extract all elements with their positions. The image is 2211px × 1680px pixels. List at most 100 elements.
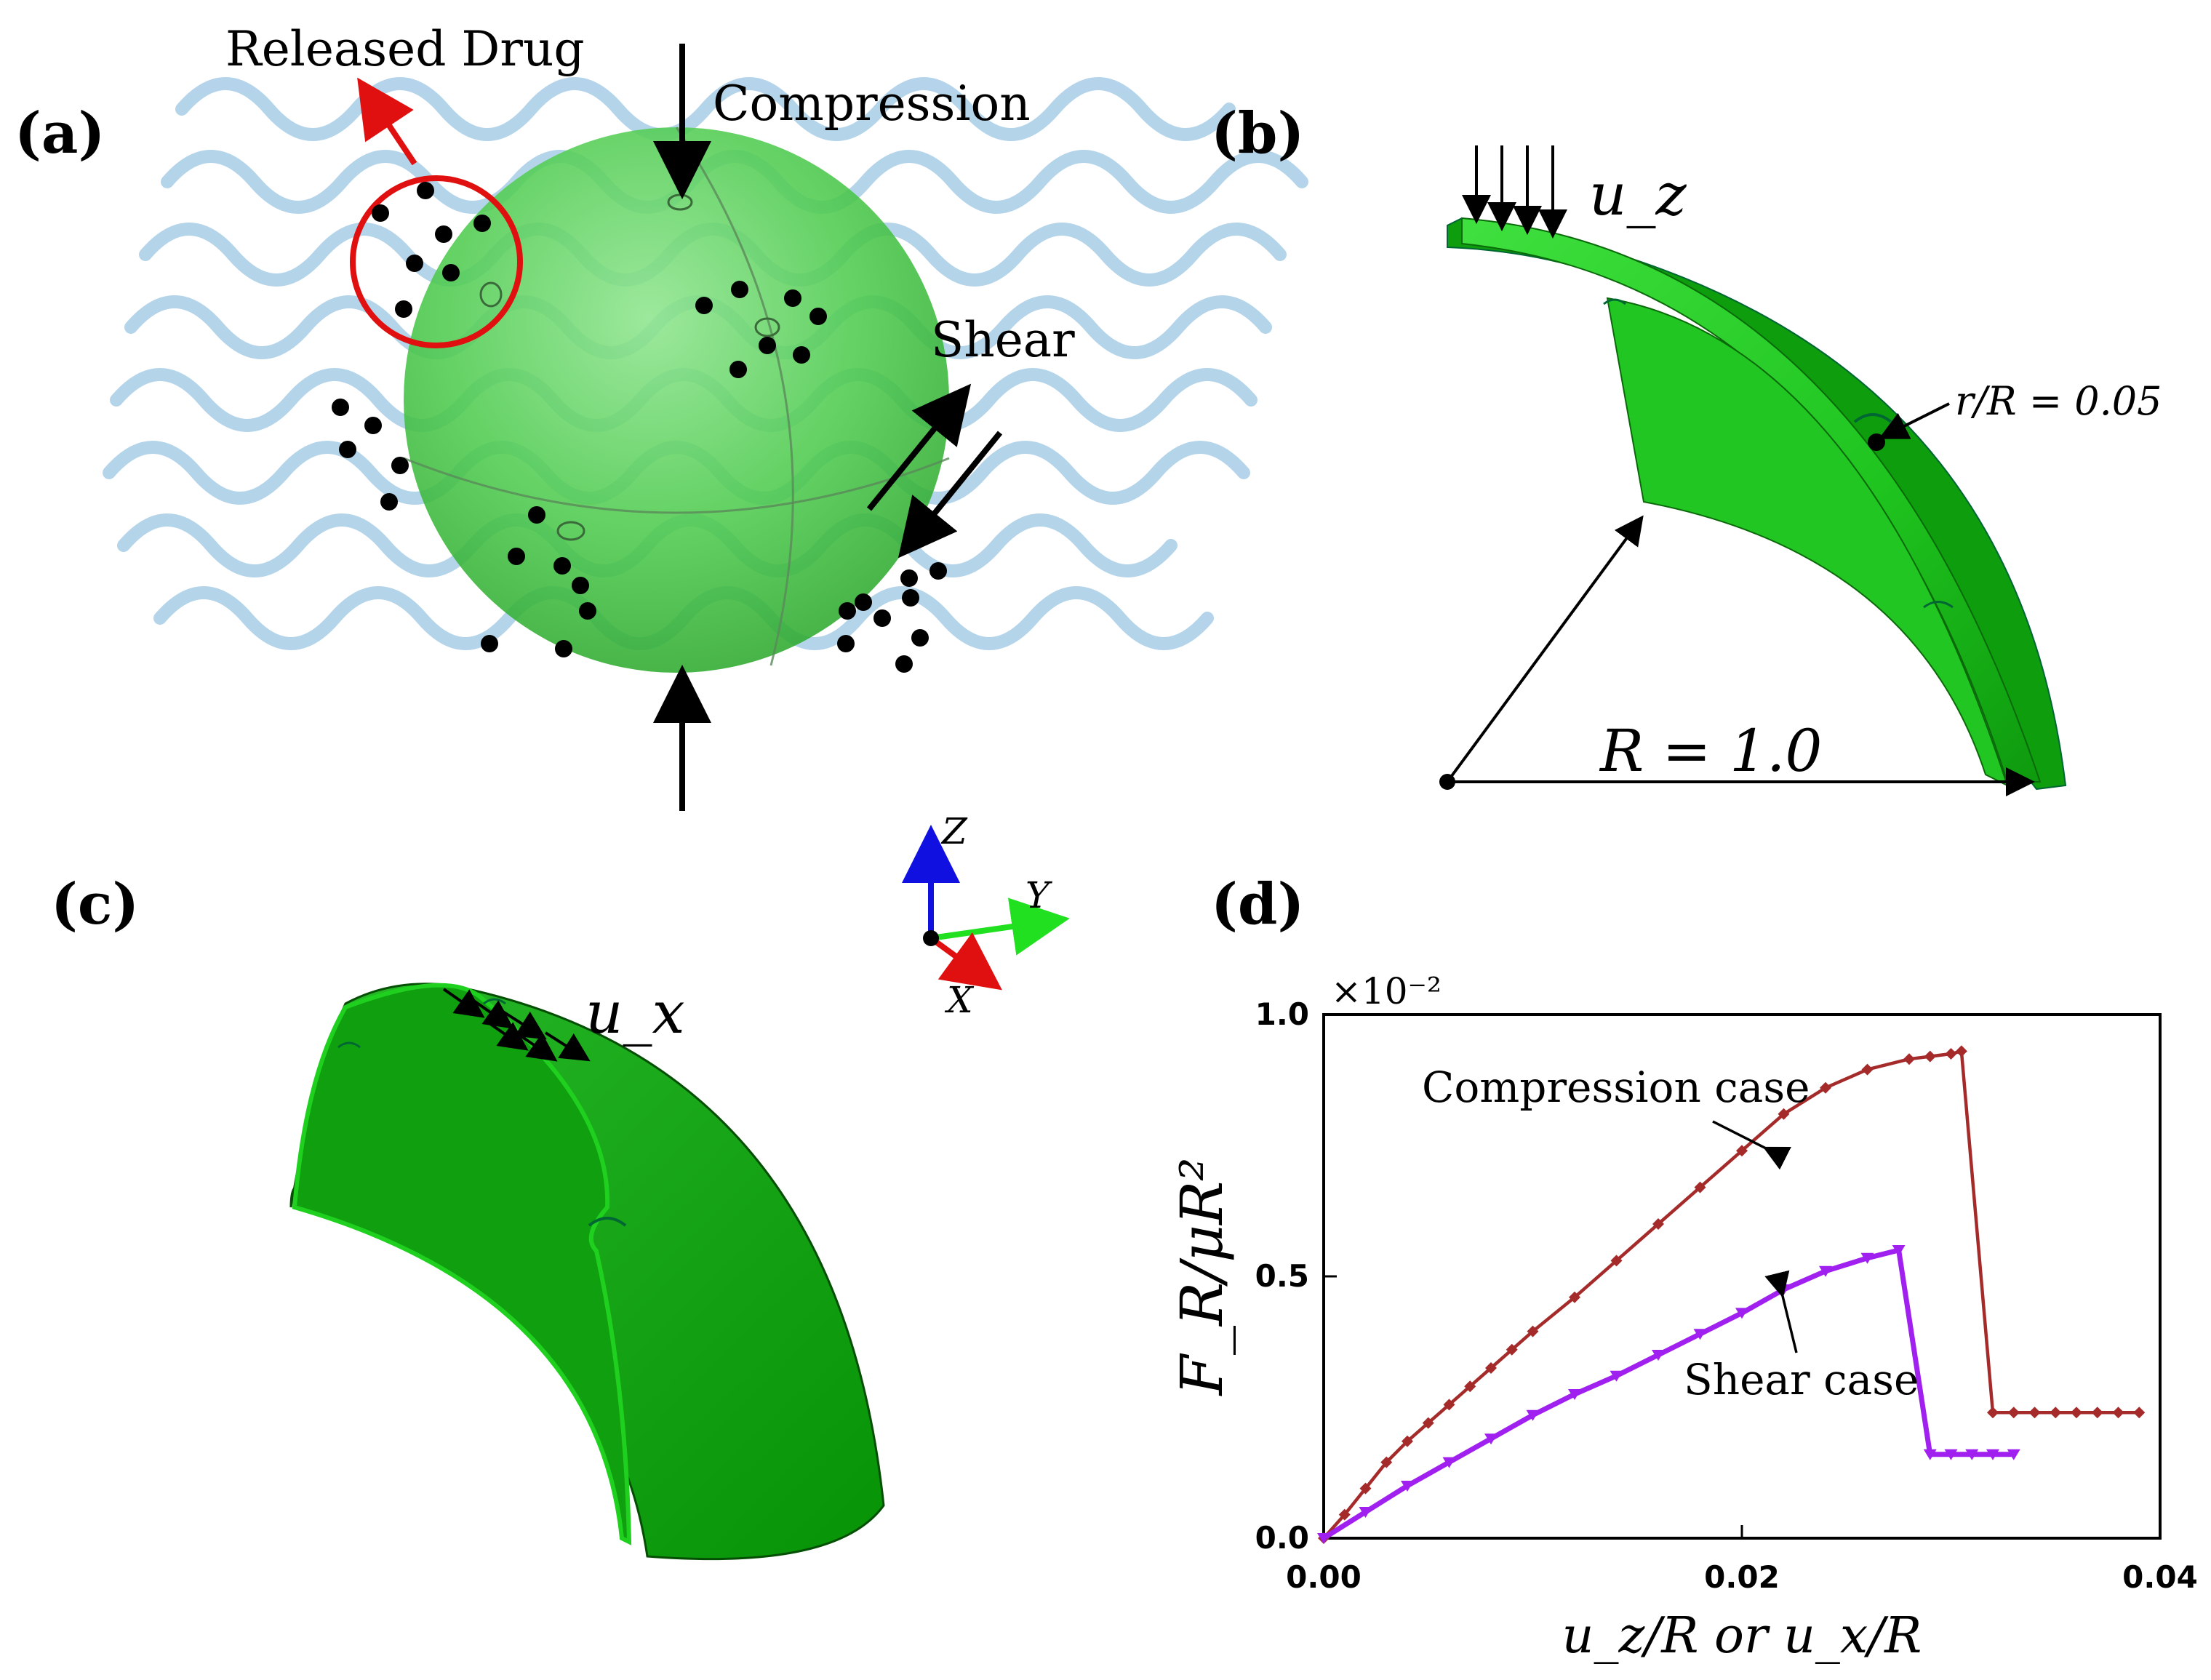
x-axis-label: X: [944, 979, 975, 1021]
data-point: [1736, 1145, 1748, 1157]
data-point: [1860, 1252, 1874, 1264]
data-point: [1484, 1433, 1498, 1445]
x-axis-arrow: [929, 932, 1002, 991]
data-point: [1443, 1399, 1455, 1411]
hole-ratio-arrow: [1878, 402, 1950, 439]
shell-hole-c: [588, 1217, 627, 1227]
shell-hole-c: [337, 1041, 361, 1049]
compression-label: Compression: [713, 76, 1031, 132]
data-point: [1485, 1362, 1497, 1374]
data-point: [2133, 1407, 2146, 1419]
hole-marker: [1868, 433, 1885, 451]
shell-hole-b: [1603, 298, 1626, 305]
data-point: [1526, 1409, 1540, 1421]
data-point: [1401, 1481, 1414, 1492]
x-axis-title: u_z/R or u_x/R: [1562, 1607, 1922, 1665]
panel-d-label: (d): [1211, 871, 1304, 937]
data-point: [1464, 1380, 1476, 1393]
sphere-equator: [403, 457, 950, 514]
data-point: [1735, 1308, 1748, 1319]
uz-label: u_z: [1589, 161, 1687, 228]
data-point: [1527, 1325, 1539, 1337]
data-point: [1317, 1533, 1330, 1544]
data-point: [1610, 1370, 1623, 1382]
data-point: [2050, 1407, 2062, 1419]
panel-c-label: (c): [51, 871, 139, 937]
data-point: [2071, 1407, 2082, 1419]
released-drug-arrow: [357, 77, 417, 166]
hole-ratio-label: r/R = 0.05: [1955, 378, 2162, 424]
shear-arrow-down: [897, 431, 1003, 559]
data-point: [1778, 1108, 1790, 1120]
data-point: [2091, 1407, 2103, 1419]
y-axis-arrow: [930, 897, 1070, 956]
data-point: [2007, 1407, 2020, 1419]
data-point: [1892, 1245, 1906, 1256]
data-point: [1569, 1291, 1580, 1303]
data-point: [1693, 1329, 1707, 1340]
shear-case-label: Shear case: [1684, 1355, 1919, 1404]
sphere-meridian: [675, 127, 794, 666]
data-point: [1568, 1389, 1581, 1400]
compression-case-label: Compression case: [1422, 1063, 1810, 1112]
panel-a-label: (a): [15, 100, 105, 167]
shear-case-arrow: [1764, 1270, 1798, 1353]
y-tick-label: 0.0: [1255, 1520, 1309, 1556]
ux-label: u_x: [585, 979, 685, 1047]
data-point: [1402, 1435, 1413, 1447]
panel-b-label: (b): [1211, 100, 1304, 167]
data-point: [1338, 1508, 1351, 1521]
y-multiplier: ×10⁻²: [1331, 970, 1442, 1012]
uz-arrows: [1462, 145, 1567, 239]
radius-label: R = 1.0: [1599, 717, 1822, 785]
data-point: [1924, 1050, 1936, 1063]
shear-label: Shear: [931, 312, 1075, 368]
data-point: [1986, 1449, 1999, 1460]
sphere-hole: [754, 317, 780, 337]
sphere-hole: [556, 521, 585, 541]
data-point: [1923, 1449, 1937, 1460]
data-point: [1442, 1457, 1456, 1468]
drug-particles: [332, 182, 947, 673]
z-axis-label: Z: [940, 810, 968, 852]
data-point: [1422, 1417, 1434, 1429]
data-point: [1944, 1449, 1958, 1460]
data-point: [1861, 1063, 1874, 1076]
released-drug-circle: [350, 175, 523, 348]
data-point: [1652, 1350, 1665, 1361]
shell-inner-face-b: [1606, 297, 2009, 787]
data-point: [1359, 1507, 1372, 1518]
compression-case-arrow: [1712, 1120, 1791, 1170]
x-tick-label: 0.00: [1286, 1559, 1362, 1595]
released-drug-label: Released Drug: [225, 21, 585, 77]
shell-hole-b: [1923, 601, 1954, 609]
data-point: [2028, 1407, 2041, 1419]
y-axis-title: F_R/μR²: [1168, 1158, 1236, 1397]
data-point: [1965, 1449, 1979, 1460]
data-point: [1506, 1343, 1518, 1356]
sphere-hole: [479, 281, 503, 308]
data-point: [1694, 1181, 1706, 1193]
data-point: [1987, 1407, 1999, 1419]
data-point: [1359, 1482, 1372, 1495]
ux-arrows: [442, 988, 591, 1062]
shear-arrow-up: [866, 383, 972, 511]
panel-b: (b) u_z r/R = 0.05 R = 1.0: [1211, 100, 2162, 796]
y-axis-label: Y: [1025, 874, 1052, 916]
drug-carrier-sphere: [404, 127, 949, 673]
radius-arrow-diag: [1446, 515, 1644, 783]
series-layer: [1317, 1045, 2146, 1544]
x-tick-label: 0.02: [1704, 1559, 1780, 1595]
data-point: [1955, 1045, 1967, 1057]
data-point: [2007, 1449, 2020, 1460]
panel-c: (c) u_x Z Y X: [51, 810, 1070, 1561]
data-point: [1903, 1053, 1915, 1065]
x-tick-label: 0.04: [2122, 1559, 2198, 1595]
axes-triad: Z Y X: [902, 810, 1070, 1021]
data-point: [1610, 1255, 1623, 1267]
data-point: [1652, 1218, 1664, 1230]
axes-origin: [923, 930, 939, 946]
